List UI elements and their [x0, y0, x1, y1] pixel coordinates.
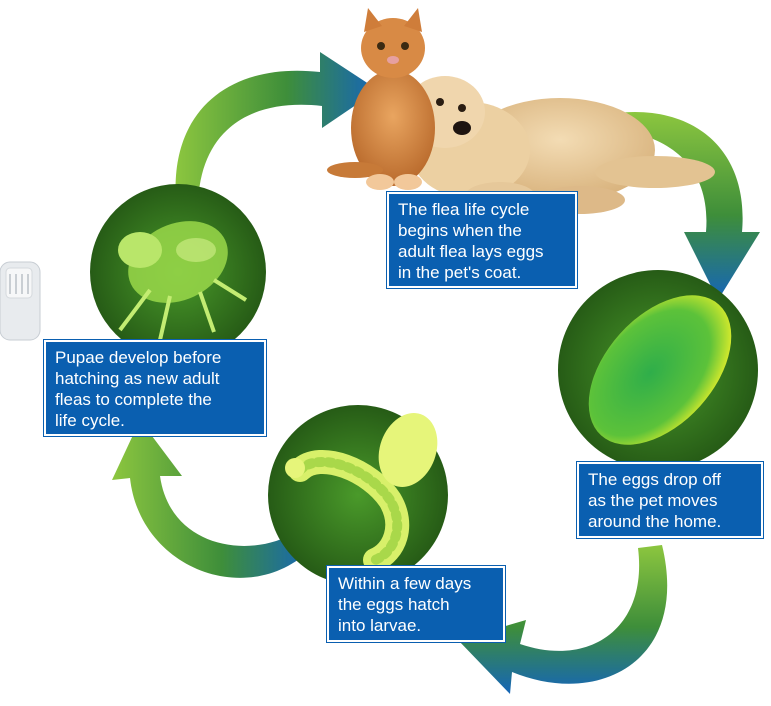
- cat-and-dog-image: [327, 8, 715, 214]
- arrow-to-pets: [176, 52, 378, 205]
- caption-larvae: Within a few days the eggs hatch into la…: [327, 566, 505, 642]
- flea-egg-image: [558, 268, 759, 471]
- caption-eggs: The eggs drop off as the pet moves aroun…: [577, 462, 763, 538]
- adult-flea-image: [90, 184, 266, 360]
- caption-pupae: Pupae develop before hatching as new adu…: [44, 340, 266, 436]
- flea-larva-image: [268, 405, 448, 585]
- plug-in-device-image: [0, 262, 40, 340]
- caption-adult-flea: The flea life cycle begins when the adul…: [387, 192, 577, 288]
